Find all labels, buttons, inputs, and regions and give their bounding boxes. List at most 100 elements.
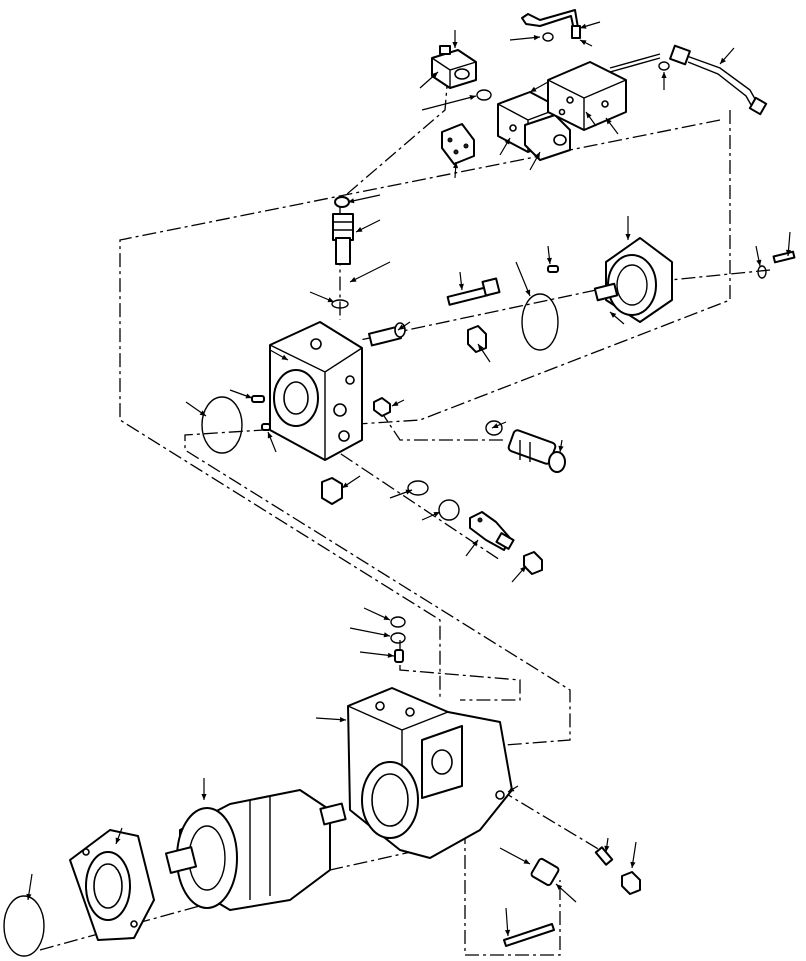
- leader-arrowhead-16: [356, 227, 363, 232]
- small-o-ring-lower-top: [390, 616, 406, 628]
- alignment-line-gear: [359, 269, 771, 341]
- leader-arrows: [26, 21, 792, 937]
- leader-arrowhead-52: [630, 861, 636, 868]
- leader-arrowhead-37: [433, 512, 440, 517]
- leader-arrowhead-36: [405, 489, 412, 495]
- gasket-plate: [441, 123, 475, 165]
- large-o-ring-mid: [438, 499, 460, 521]
- leader-arrowhead-42: [387, 652, 394, 658]
- leader-arrowhead-20: [245, 393, 252, 399]
- hex-nut-mid: [467, 325, 487, 353]
- leader-arrowhead-46: [115, 837, 121, 844]
- tube-line-upper: [521, 9, 581, 39]
- leader-arrowhead-28: [610, 312, 617, 318]
- small-o-ring-upper: [476, 89, 492, 101]
- large-o-ring-left: [201, 396, 243, 454]
- leader-arrowhead-4: [580, 40, 587, 45]
- pump-housing: [347, 687, 513, 859]
- leader-arrowhead-26: [546, 257, 552, 264]
- leader-arrowhead-34: [558, 445, 564, 452]
- leader-line-25: [515, 261, 531, 297]
- washer-right: [757, 265, 767, 279]
- shaft-seal-o-ring: [3, 895, 45, 957]
- leader-line-41: [349, 627, 391, 637]
- relief-valve-cartridge: [332, 196, 354, 265]
- dowel-pin-small: [261, 423, 271, 431]
- alignment-line-bottom-bolt: [464, 830, 561, 956]
- solenoid-coil: [524, 114, 571, 161]
- leader-arrowhead-12: [504, 138, 510, 145]
- leader-arrowhead-41: [383, 632, 390, 638]
- leader-arrowhead-9: [720, 57, 726, 64]
- leader-arrowhead-14: [453, 162, 459, 169]
- leader-arrowhead-27: [625, 234, 631, 240]
- pump-head: [269, 321, 363, 461]
- solenoid-valve-left: [431, 45, 477, 89]
- cap-screw-long: [446, 277, 501, 306]
- rotating-group: [164, 789, 347, 911]
- leader-arrowhead-45: [201, 794, 207, 800]
- leader-arrowhead-8: [586, 112, 592, 119]
- small-o-ring-mid: [331, 299, 349, 309]
- hex-plug-lower: [523, 551, 543, 575]
- spacer-bushing: [367, 322, 406, 347]
- leader-arrowhead-47: [26, 893, 32, 900]
- leader-arrowhead-11: [606, 118, 612, 125]
- leader-arrowhead-38: [472, 540, 478, 547]
- connector-rod: [609, 53, 661, 73]
- leader-arrowhead-51: [604, 845, 610, 852]
- hex-nut-side: [373, 397, 391, 417]
- leader-arrowhead-17: [350, 277, 357, 282]
- tube-line-right: [669, 44, 768, 116]
- leader-arrowhead-40: [383, 615, 390, 620]
- mounting-flange: [69, 829, 155, 941]
- leader-arrowhead-5: [431, 72, 438, 78]
- leader-arrowhead-29: [756, 259, 762, 266]
- dowel-pin-left: [251, 395, 265, 403]
- leader-arrowhead-39: [520, 566, 526, 573]
- leader-arrowhead-23: [458, 283, 464, 290]
- leader-arrowhead-43: [339, 717, 346, 723]
- leader-arrowhead-1: [452, 42, 458, 48]
- sensor-fitting: [469, 511, 515, 551]
- leader-arrowhead-24: [398, 324, 405, 330]
- leader-arrowhead-13: [534, 152, 540, 159]
- pressure-switch: [507, 429, 566, 473]
- leader-arrowhead-31: [478, 344, 484, 351]
- alignment-line-relief: [379, 409, 505, 441]
- leader-arrowhead-25: [525, 289, 531, 296]
- leader-line-17: [349, 261, 391, 283]
- leader-arrowhead-21: [267, 432, 273, 439]
- small-o-ring-top: [542, 32, 554, 42]
- cap-screw-side: [594, 846, 614, 866]
- small-o-ring-right: [658, 61, 670, 71]
- gear-pump: [593, 237, 673, 323]
- large-o-ring-right: [521, 293, 559, 351]
- leader-line-6: [421, 95, 477, 111]
- leader-arrowhead-35: [342, 482, 349, 488]
- dowel-pin-right: [547, 265, 559, 273]
- small-washer-lower: [390, 632, 406, 644]
- hex-nut-lower: [621, 871, 641, 895]
- leader-arrowhead-2: [533, 35, 540, 41]
- leader-arrowhead-6: [469, 95, 476, 100]
- leader-arrowhead-33: [492, 423, 499, 428]
- alignment-line-side-screw: [499, 789, 601, 851]
- hex-plug-upper: [321, 477, 343, 505]
- stud-pin: [394, 649, 404, 663]
- leader-arrowhead-32: [392, 401, 399, 406]
- leader-arrowhead-19: [281, 354, 288, 360]
- leader-arrowhead-49: [556, 884, 563, 890]
- alignment-line-switch: [319, 439, 501, 561]
- manifold-block: [547, 61, 627, 131]
- leader-arrowhead-18: [327, 297, 334, 303]
- leader-arrowhead-7: [530, 86, 537, 92]
- leader-arrowhead-30: [785, 249, 792, 256]
- alignment-line-left-loop: [119, 119, 721, 700]
- leader-arrowhead-50: [505, 929, 511, 936]
- leader-arrowhead-22: [199, 410, 206, 416]
- small-o-ring-relief: [485, 420, 503, 436]
- leader-arrowhead-15: [348, 198, 355, 204]
